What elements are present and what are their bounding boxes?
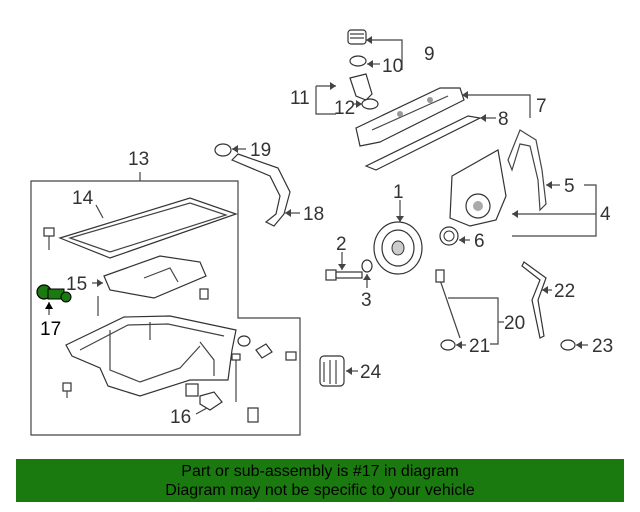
callout-12: 12 [334,98,355,119]
cap-seal[interactable] [349,55,367,67]
callout-22: 22 [554,281,575,302]
callout-8: 8 [498,109,509,130]
o-ring-19[interactable] [214,143,232,157]
callout-2: 2 [336,234,347,255]
callout-3: 3 [361,290,372,311]
oil-filter[interactable] [319,355,345,387]
oil-pan-baffle[interactable] [103,255,207,299]
callout-18: 18 [303,204,324,225]
callout-5: 5 [564,176,575,197]
front-cover-gasket[interactable] [507,129,547,212]
part-17-highlight[interactable] [36,284,72,303]
front-cover[interactable] [449,149,507,227]
oil-pickup-tube[interactable] [230,153,291,227]
callout-13: 13 [128,149,149,170]
callout-6: 6 [474,231,485,252]
callout-4: 4 [600,204,611,225]
banner-line-2: Diagram may not be specific to your vehi… [165,482,475,499]
oil-filler-cap[interactable] [347,29,367,45]
crankshaft-balancer[interactable] [373,221,423,275]
callout-10: 10 [382,56,403,77]
callout-7: 7 [536,96,547,117]
callout-16: 16 [170,407,191,428]
callout-20: 20 [504,313,525,334]
parts-diagram: 1 2 3 4 5 6 7 8 9 10 11 12 13 14 15 16 1… [30,29,613,436]
callout-9: 9 [424,44,435,65]
callout-24: 24 [360,362,382,383]
callout-19: 19 [250,140,271,161]
oil-pan[interactable] [65,315,237,397]
oil-fill-tube[interactable] [349,73,373,101]
callout-11: 11 [290,88,310,109]
dipstick[interactable] [435,269,461,339]
callout-14: 14 [72,188,94,209]
oil-pan-plug[interactable] [185,383,223,411]
callout-1: 1 [393,182,404,203]
dipstick-tube[interactable] [521,261,547,339]
pan-bolt[interactable] [43,227,55,250]
drain-bolt[interactable] [62,382,72,398]
balancer-bolt[interactable] [325,269,363,281]
callout-17: 17 [40,319,61,340]
callout-21: 21 [469,336,490,357]
callout-15: 15 [66,274,87,295]
part-notice-banner: Part or sub-assembly is #17 in diagram D… [16,459,624,502]
oil-pan-gasket[interactable] [58,197,238,259]
banner-line-1: Part or sub-assembly is #17 in diagram [181,463,459,480]
callout-23: 23 [592,336,613,357]
valve-cover[interactable] [355,87,465,147]
